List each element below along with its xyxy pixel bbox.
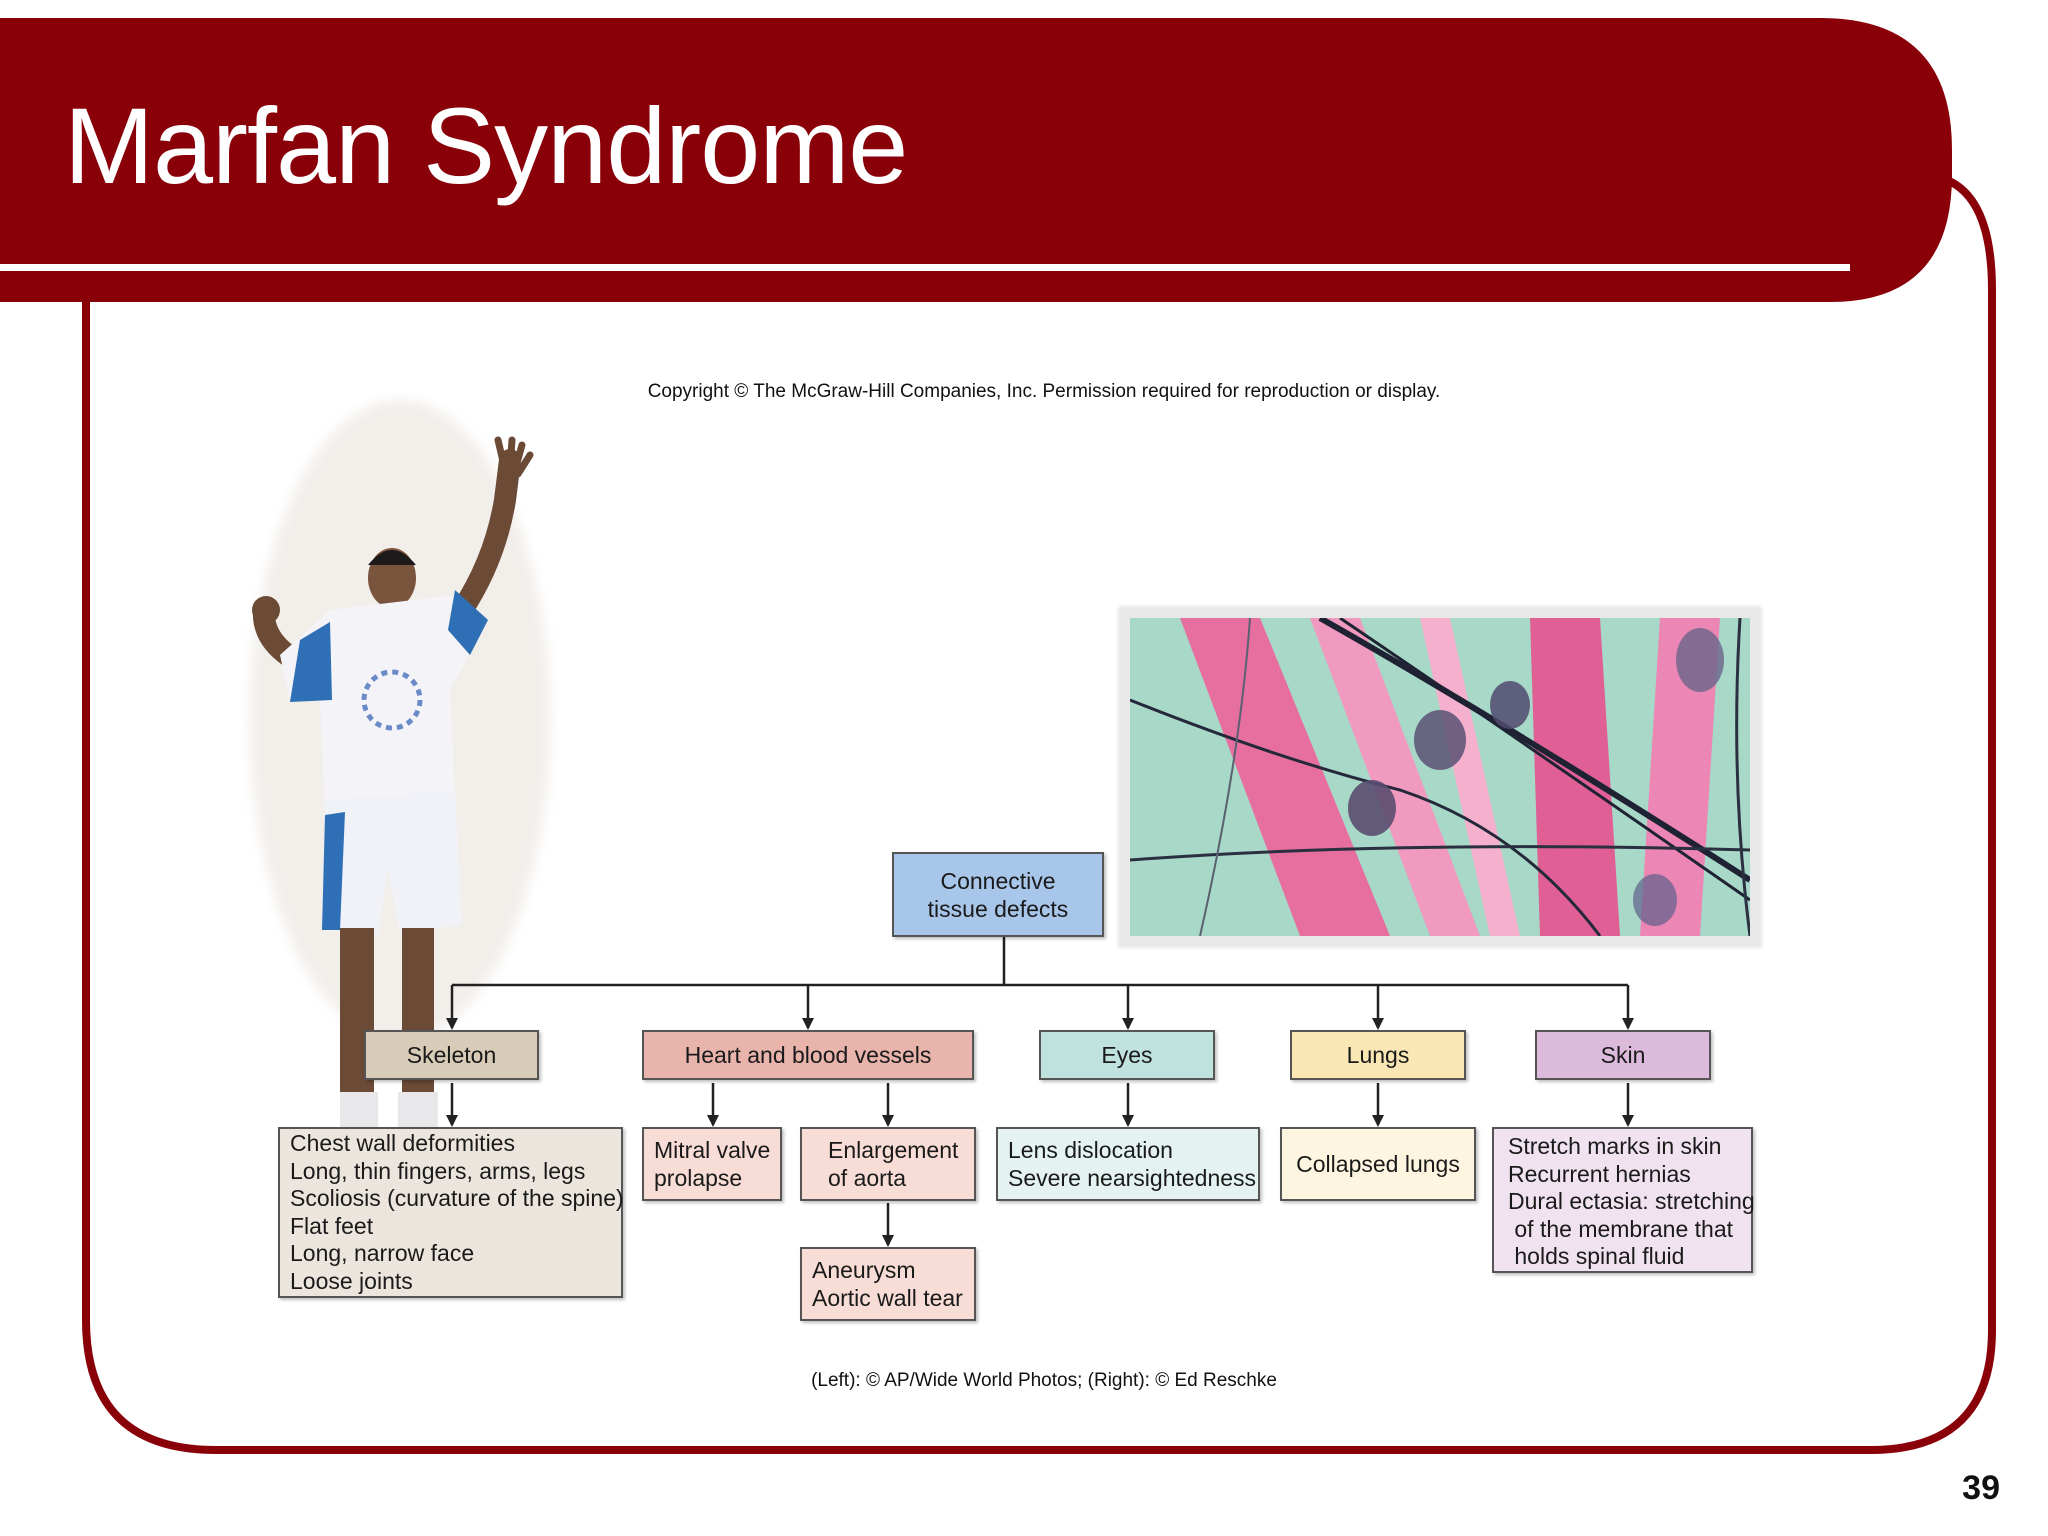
copyright-notice: Copyright © The McGraw-Hill Companies, I… — [647, 381, 1441, 402]
micrograph-photo — [1118, 606, 1762, 948]
detail-skeleton-line-5: Long, narrow face — [290, 1240, 475, 1266]
root-node-connective-tissue: Connective tissue defects — [892, 852, 1104, 937]
detail-lungs: Collapsed lungs — [1280, 1127, 1476, 1201]
connector-arrowheads — [446, 1018, 1634, 1247]
detail-skeleton-line-1: Chest wall deformities — [290, 1130, 515, 1156]
detail-mitral-line-1: Mitral valve — [654, 1137, 771, 1163]
detail-skeleton-line-3: Scoliosis (curvature of the spine) — [290, 1185, 624, 1211]
detail-eyes: Lens dislocation Severe nearsightedness — [996, 1127, 1260, 1201]
detail-skeleton-line-2: Long, thin fingers, arms, legs — [290, 1157, 586, 1184]
detail-aorta-line-1: Enlargement — [828, 1137, 959, 1163]
detail-skeleton-line-4: Flat feet — [290, 1212, 374, 1239]
title-banner — [0, 18, 1952, 302]
detail-skin-line-4: of the membrane that — [1508, 1215, 1734, 1242]
root-label-line-1: Connective — [940, 867, 1056, 894]
category-eyes: Eyes — [1039, 1030, 1215, 1080]
detail-aneurysm: Aneurysm Aortic wall tear — [800, 1247, 976, 1321]
detail-skin-line-5: holds spinal fluid — [1508, 1243, 1685, 1269]
detail-aorta-line-2: of aorta — [828, 1165, 906, 1191]
detail-aneurysm-line-2: Aortic wall tear — [812, 1285, 963, 1311]
category-heart-blood-vessels: Heart and blood vessels — [642, 1030, 974, 1080]
detail-skin-line-2: Recurrent hernias — [1508, 1160, 1691, 1187]
detail-eyes-line-1: Lens dislocation — [1008, 1137, 1173, 1163]
detail-skin-line-1: Stretch marks in skin — [1508, 1133, 1722, 1159]
category-lungs: Lungs — [1290, 1030, 1466, 1080]
detail-skin-line-3: Dural ectasia: stretching — [1508, 1188, 1755, 1214]
content-border — [82, 171, 1996, 1454]
athlete-photo — [250, 400, 550, 1138]
banner-underline — [0, 264, 1850, 271]
category-skin: Skin — [1535, 1030, 1711, 1080]
photo-credit: (Left): © AP/Wide World Photos; (Right):… — [811, 1370, 1277, 1391]
category-skeleton: Skeleton — [364, 1030, 539, 1080]
detail-skeleton-line-6: Loose joints — [290, 1267, 413, 1294]
detail-skeleton: Chest wall deformities Long, thin finger… — [278, 1127, 624, 1298]
detail-mitral-valve: Mitral valve prolapse — [642, 1127, 782, 1201]
detail-eyes-line-2: Severe nearsightedness — [1008, 1165, 1257, 1191]
slide-title: Marfan Syndrome — [64, 85, 908, 206]
detail-skin: Stretch marks in skin Recurrent hernias … — [1492, 1127, 1755, 1273]
detail-mitral-line-2: prolapse — [654, 1165, 743, 1191]
page-number: 39 — [1962, 1469, 2000, 1507]
detail-aneurysm-line-1: Aneurysm — [812, 1257, 916, 1283]
root-label-line-2: tissue defects — [927, 895, 1069, 922]
detail-aorta: Enlargement of aorta — [800, 1127, 976, 1201]
